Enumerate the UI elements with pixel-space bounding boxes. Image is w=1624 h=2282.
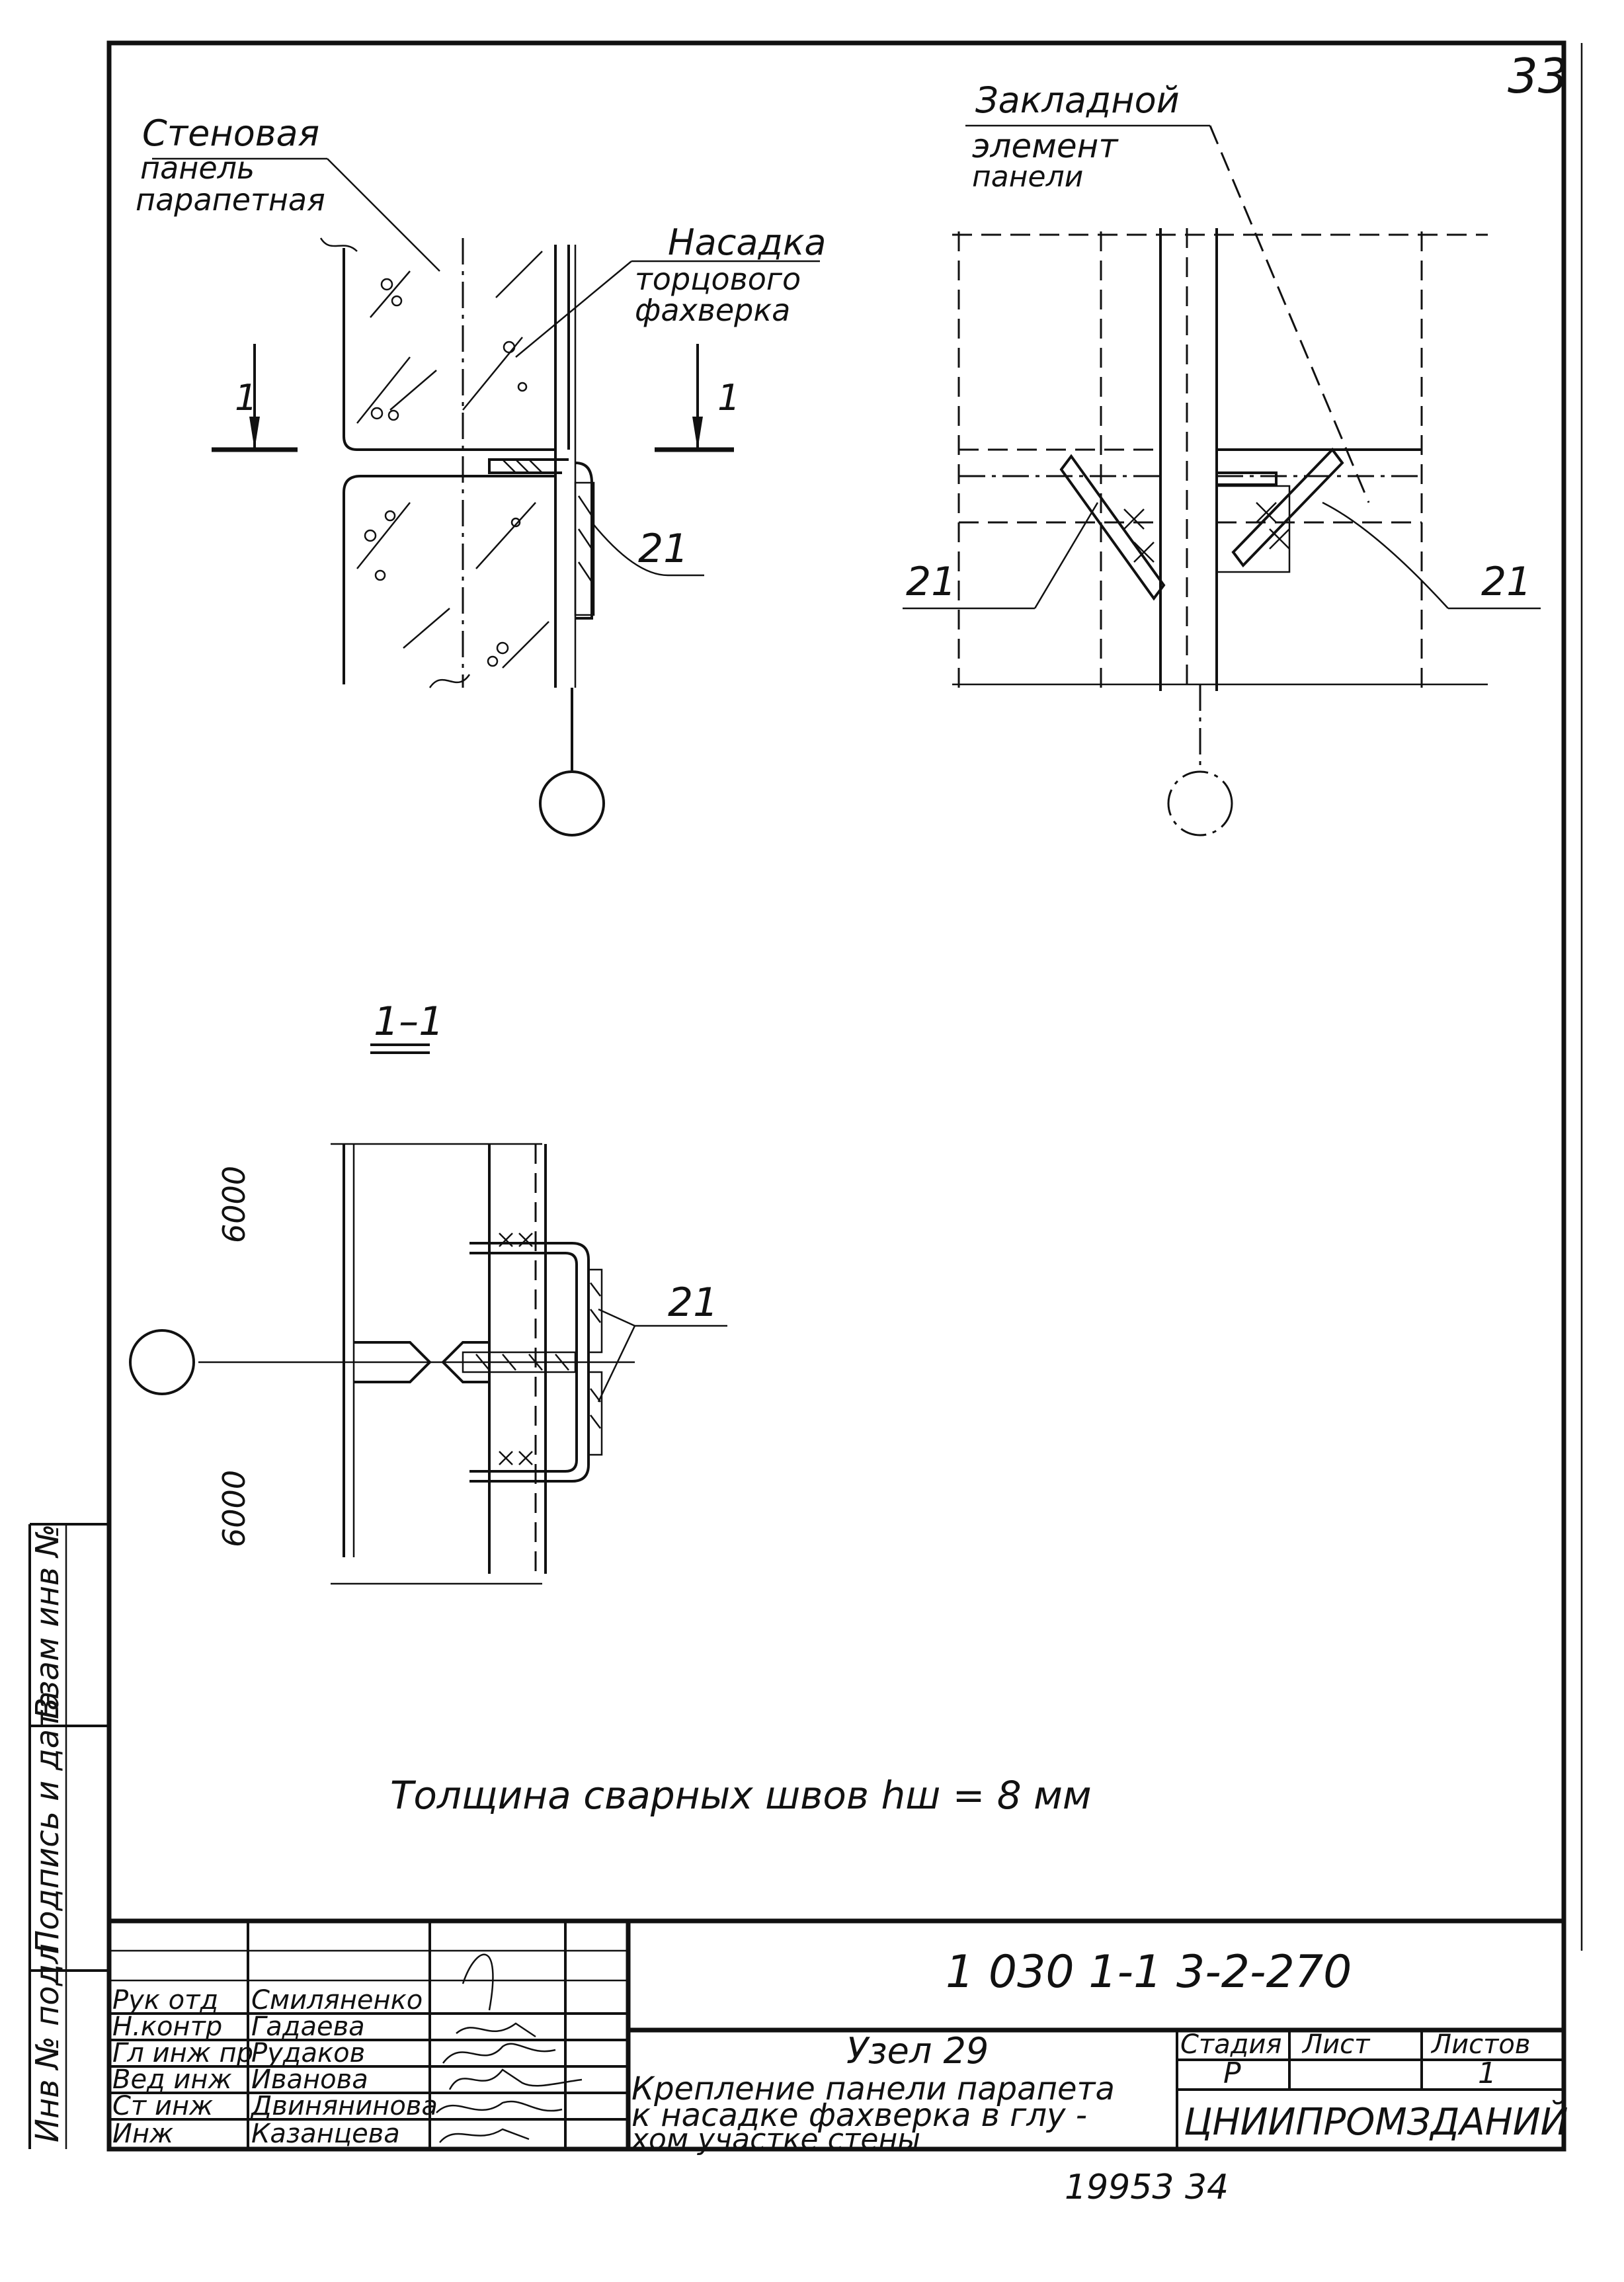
view-embedded-element: Закладной элемент панели 21 21 bbox=[903, 79, 1541, 836]
node-description: Крепление панели парапета к насадке фахв… bbox=[630, 2070, 1115, 2156]
organization: ЦНИИПРОМЗДАНИЙ bbox=[1184, 2101, 1568, 2144]
svg-text:Стеновая: Стеновая bbox=[142, 112, 319, 154]
svg-text:Н.контр: Н.контр bbox=[112, 2012, 222, 2042]
svg-text:Инж: Инж bbox=[112, 2119, 173, 2149]
section-title: 1–1 bbox=[374, 998, 444, 1045]
axis-marker-section bbox=[129, 1329, 195, 1395]
signatures bbox=[436, 1953, 583, 2143]
svg-text:панель: панель bbox=[140, 150, 255, 186]
svg-text:Смиляненко: Смиляненко bbox=[251, 1985, 423, 2016]
svg-text:элемент: элемент bbox=[972, 127, 1119, 165]
view-panel-joint: 1 1 Стеновая панель парапетная Насадка т… bbox=[136, 112, 827, 836]
svg-text:хом участке стены: хом участке стены bbox=[630, 2123, 920, 2156]
title-block: Рук отд Смиляненко Н.контр Гадаева Гл ин… bbox=[109, 1918, 1568, 2156]
svg-text:Взам инв №: Взам инв № bbox=[29, 1524, 66, 1719]
svg-text:Казанцева: Казанцева bbox=[251, 2119, 400, 2149]
svg-text:Иванова: Иванова bbox=[251, 2064, 368, 2095]
label-wall-panel: Стеновая панель парапетная bbox=[136, 112, 325, 218]
side-stamp: Инв № подл Подпись и дата Взам инв № bbox=[28, 1523, 109, 2149]
svg-text:Гл инж пр: Гл инж пр bbox=[112, 2038, 253, 2068]
bottom-note: 19953 34 bbox=[1065, 2168, 1229, 2207]
weld-ref-section: 21 bbox=[668, 1280, 718, 1326]
weld-thickness-note: Толщина сварных швов hш = 8 мм bbox=[390, 1773, 1092, 1818]
view-section-1-1: 1–1 bbox=[129, 998, 727, 1585]
sheet-frame bbox=[106, 40, 1583, 2152]
svg-text:фахверка: фахверка bbox=[635, 292, 790, 328]
section-mark-left: 1 bbox=[235, 377, 257, 419]
section-mark-right: 1 bbox=[717, 377, 740, 419]
weld-ref-right: 21 bbox=[1481, 559, 1531, 605]
svg-text:Гадаева: Гадаева bbox=[251, 2012, 365, 2042]
col-stage: Стадия bbox=[1180, 2029, 1281, 2060]
svg-text:Подпись и дата: Подпись и дата bbox=[29, 1691, 66, 1954]
svg-text:Ст инж: Ст инж bbox=[112, 2091, 213, 2121]
svg-text:Крепление панели парапета: Крепление панели парапета bbox=[631, 2070, 1115, 2107]
svg-text:парапетная: парапетная bbox=[136, 182, 325, 218]
col-sheets: Листов bbox=[1430, 2029, 1530, 2060]
document-code: 1 030 1-1 3-2-270 bbox=[946, 1946, 1352, 1998]
approval-roles: Рук отд Смиляненко Н.контр Гадаева Гл ин… bbox=[112, 1985, 438, 2149]
svg-text:Рудаков: Рудаков bbox=[251, 2038, 365, 2068]
page-number: 33 bbox=[1508, 48, 1568, 104]
svg-text:панели: панели bbox=[972, 160, 1083, 194]
col-sheet: Лист bbox=[1301, 2029, 1371, 2060]
svg-text:торцового: торцового bbox=[635, 261, 801, 297]
weld-ref-left: 21 bbox=[906, 559, 956, 605]
weld-ref-21: 21 bbox=[638, 526, 688, 572]
svg-text:Вед инж: Вед инж bbox=[112, 2064, 232, 2095]
label-cap: Насадка торцового фахверка bbox=[635, 222, 827, 328]
axis-marker-right bbox=[1167, 770, 1233, 836]
dim-bottom: 6000 bbox=[216, 1470, 252, 1547]
svg-text:Рук отд: Рук отд bbox=[112, 1985, 218, 2016]
dim-top: 6000 bbox=[216, 1166, 252, 1243]
svg-text:Инв № подл: Инв № подл bbox=[29, 1943, 66, 2142]
node-title: Узел 29 bbox=[846, 2030, 989, 2072]
label-embedded-element: Закладной элемент панели bbox=[972, 79, 1180, 194]
axis-marker-left bbox=[539, 770, 605, 836]
stage-value: Р bbox=[1223, 2057, 1241, 2090]
svg-text:Двинянинова: Двинянинова bbox=[250, 2091, 438, 2121]
svg-text:Насадка: Насадка bbox=[668, 222, 827, 263]
svg-text:Закладной: Закладной bbox=[975, 79, 1180, 121]
svg-text:к насадке фахверка в глу -: к насадке фахверка в глу - bbox=[631, 2097, 1087, 2134]
sheets-total: 1 bbox=[1478, 2057, 1496, 2090]
